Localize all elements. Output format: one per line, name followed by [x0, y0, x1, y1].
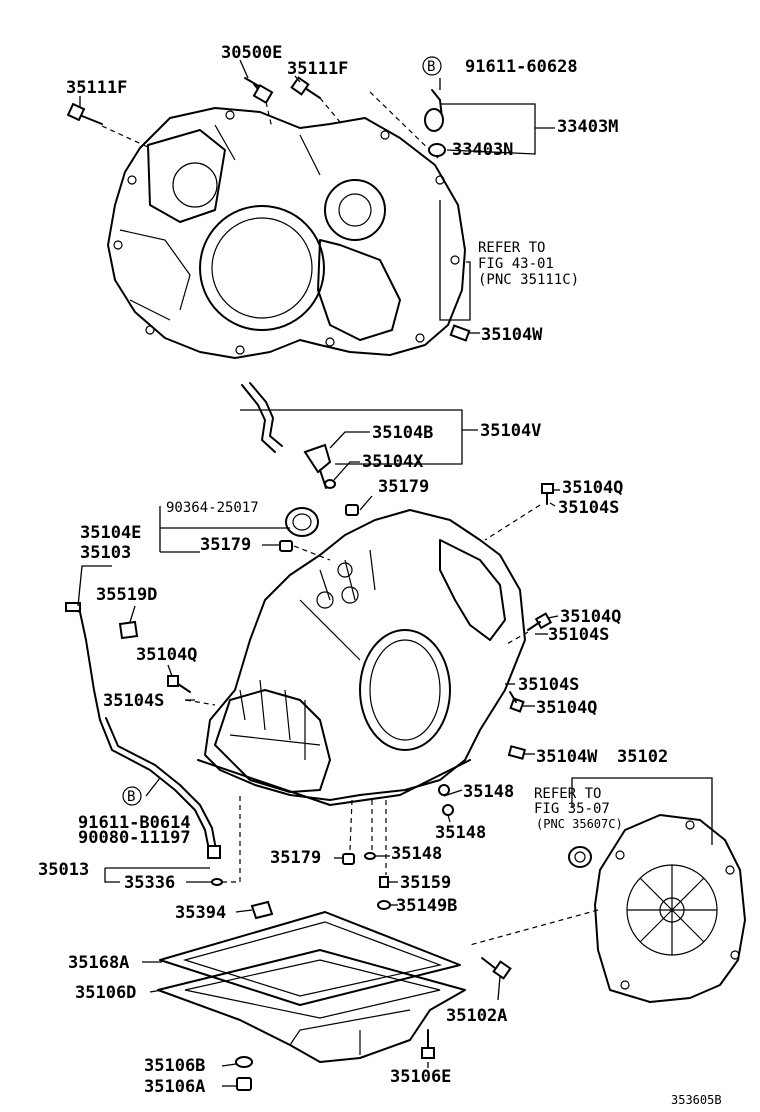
label-35104E: 35104E: [80, 523, 141, 543]
label-91611-60628: 91611-60628: [465, 57, 578, 77]
label-35149B: 35149B: [396, 896, 457, 916]
label-35106A: 35106A: [144, 1077, 205, 1097]
plug-35148-a[interactable]: [438, 784, 450, 796]
oil-pan-gasket-35168A[interactable]: [159, 911, 461, 1006]
label-33403M: 33403M: [557, 117, 618, 137]
refer-note-2-line-2: FIG 35-07: [534, 801, 610, 817]
label-35148-b: 35148: [435, 823, 486, 843]
oil-filler-tube-35013[interactable]: [99, 717, 221, 859]
label-35102: 35102: [617, 747, 668, 767]
breather-hose-35104V[interactable]: [241, 382, 283, 453]
bolt-35104Q-top[interactable]: [541, 483, 554, 505]
label-35179-b: 35179: [200, 535, 251, 555]
transaxle-case[interactable]: [197, 509, 526, 806]
label-35104W-top: 35104W: [481, 325, 543, 345]
bolt-35102A[interactable]: [481, 957, 512, 980]
drain-plug-35106A[interactable]: [236, 1077, 252, 1091]
label-91611-B0614: 91611-B0614: [78, 813, 191, 833]
label-35106B: 35106B: [144, 1056, 205, 1076]
plug-35104W-mid[interactable]: [507, 745, 527, 760]
label-35104X: 35104X: [362, 452, 424, 472]
label-35106D: 35106D: [75, 983, 136, 1003]
transaxle-housing[interactable]: [107, 107, 466, 359]
oil-level-gauge-35103[interactable]: [65, 602, 101, 721]
label-35104Q-a: 35104Q: [562, 478, 623, 498]
bolt-35111F-left[interactable]: [66, 102, 103, 125]
label-35148-a: 35148: [463, 782, 514, 802]
label-90364-25017: 90364-25017: [166, 500, 259, 516]
label-35104Q-c: 35104Q: [136, 645, 197, 665]
magnet-35394[interactable]: [250, 900, 274, 920]
label-35104S-a: 35104S: [558, 498, 619, 518]
label-33403N: 33403N: [452, 140, 513, 160]
label-35104Q-d: 35104Q: [536, 698, 597, 718]
bolt-35104Q-lower-right[interactable]: [509, 691, 525, 713]
gasket-35148-c[interactable]: [364, 852, 376, 860]
bolt-35111F-top[interactable]: [290, 76, 321, 99]
label-35104W-mid: 35104W: [536, 747, 598, 767]
plug-35179-c[interactable]: [342, 853, 355, 865]
oil-pan-35106D[interactable]: [157, 949, 466, 1063]
circle-b-marker-1: [422, 56, 442, 76]
label-35179-a: 35179: [378, 477, 429, 497]
label-35159: 35159: [400, 873, 451, 893]
label-35519D: 35519D: [96, 585, 157, 605]
label-35336: 35336: [124, 873, 175, 893]
label-35104S-b: 35104S: [548, 625, 609, 645]
label-90080-11197: 90080-11197: [78, 828, 191, 848]
label-35104Q-b: 35104Q: [560, 607, 621, 627]
label-30500E: 30500E: [221, 43, 282, 63]
bearing-90364-25017[interactable]: [285, 507, 319, 537]
bolt-35104Q-left[interactable]: [167, 675, 191, 693]
label-35013: 35013: [38, 860, 89, 880]
circle-b-letter-1: B: [427, 59, 435, 75]
speedometer-sleeve-33403M[interactable]: [424, 89, 446, 157]
refer-note-1-line-2: FIG 43-01: [478, 256, 554, 272]
bearing-35607C[interactable]: [568, 846, 592, 868]
transaxle-housing-35102[interactable]: [594, 814, 746, 1003]
label-35168A: 35168A: [68, 953, 129, 973]
label-35104B: 35104B: [372, 423, 433, 443]
catalog-number: 353605B: [671, 1093, 722, 1107]
bolt-30500E[interactable]: [244, 77, 274, 105]
plug-35159[interactable]: [379, 876, 389, 888]
circle-b-letter-2: B: [127, 789, 135, 805]
plug-35148-b[interactable]: [442, 804, 454, 816]
label-35103: 35103: [80, 543, 131, 563]
label-35111F-left: 35111F: [66, 78, 127, 98]
label-35179-c: 35179: [270, 848, 321, 868]
circle-b-marker-2: [122, 786, 142, 806]
refer-note-2-line-1: REFER TO: [534, 786, 601, 802]
refer-note-2-line-3: (PNC 35607C): [536, 817, 623, 831]
gasket-35149B[interactable]: [377, 900, 391, 910]
drain-gasket-35106B[interactable]: [235, 1056, 253, 1068]
label-35106E: 35106E: [390, 1067, 451, 1087]
plug-35179-a[interactable]: [345, 504, 359, 516]
label-35394: 35394: [175, 903, 226, 923]
o-ring-35336[interactable]: [211, 878, 223, 886]
clamp-35104X[interactable]: [324, 479, 336, 489]
plug-35104W-top[interactable]: [449, 324, 471, 342]
bolt-35106E[interactable]: [421, 1029, 435, 1059]
label-35102A: 35102A: [446, 1006, 507, 1026]
plug-35179-b[interactable]: [279, 540, 293, 552]
label-35104S-d: 35104S: [518, 675, 579, 695]
refer-note-1-line-3: (PNC 35111C): [478, 272, 579, 288]
label-35148-c: 35148: [391, 844, 442, 864]
clip-35519D[interactable]: [118, 620, 139, 640]
label-35104V: 35104V: [480, 421, 541, 441]
label-35111F-top: 35111F: [287, 59, 348, 79]
refer-note-1-line-1: REFER TO: [478, 240, 545, 256]
label-35104S-c: 35104S: [103, 691, 164, 711]
